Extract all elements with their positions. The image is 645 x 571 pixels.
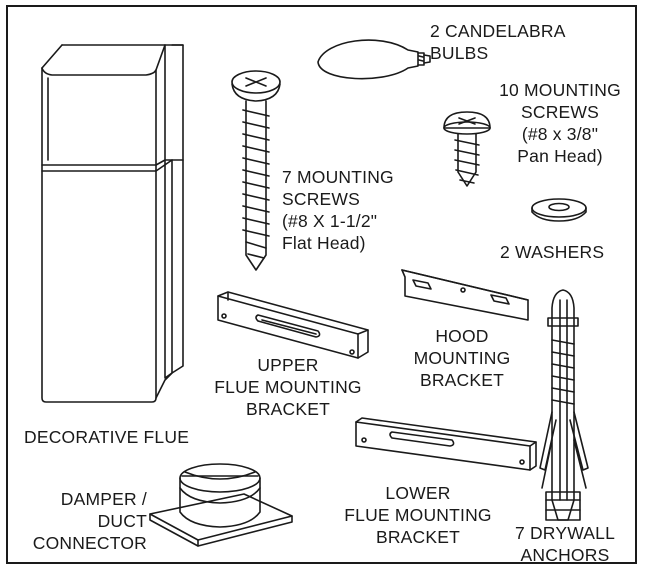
label-7-mounting-screws: 7 MOUNTING SCREWS (#8 X 1-1/2" Flat Head… [282,167,394,253]
flat-head-screw-drawing [231,70,281,271]
hood-bracket-drawing [401,269,529,321]
label-hood-mounting-bracket: HOOD MOUNTING BRACKET [413,326,511,390]
label-10-mounting-screws: 10 MOUNTING SCREWS (#8 x 3/8" Pan Head) [499,80,621,166]
label-candelabra-bulbs: 2 CANDELABRA BULBS [430,21,566,63]
parts-frame [6,5,637,564]
drywall-anchor-drawing [539,289,589,521]
label-upper-flue-mounting-bracket: UPPER FLUE MOUNTING BRACKET [214,355,362,419]
label-washers: 2 WASHERS [500,242,605,262]
label-lower-flue-mounting-bracket: LOWER FLUE MOUNTING BRACKET [344,483,492,547]
pan-head-screw-drawing [443,111,491,187]
upper-bracket-drawing [217,291,369,359]
lower-bracket-drawing [355,417,537,471]
damper-drawing [149,463,293,547]
label-drywall-anchors: 7 DRYWALL ANCHORS [514,523,616,565]
label-decorative-flue: DECORATIVE FLUE [24,427,190,447]
candelabra-bulb-drawing [317,39,431,80]
decorative-flue-drawing [41,44,184,403]
washer-drawing [531,198,587,222]
label-damper-duct-connector: DAMPER / DUCT CONNECTOR [32,489,147,553]
